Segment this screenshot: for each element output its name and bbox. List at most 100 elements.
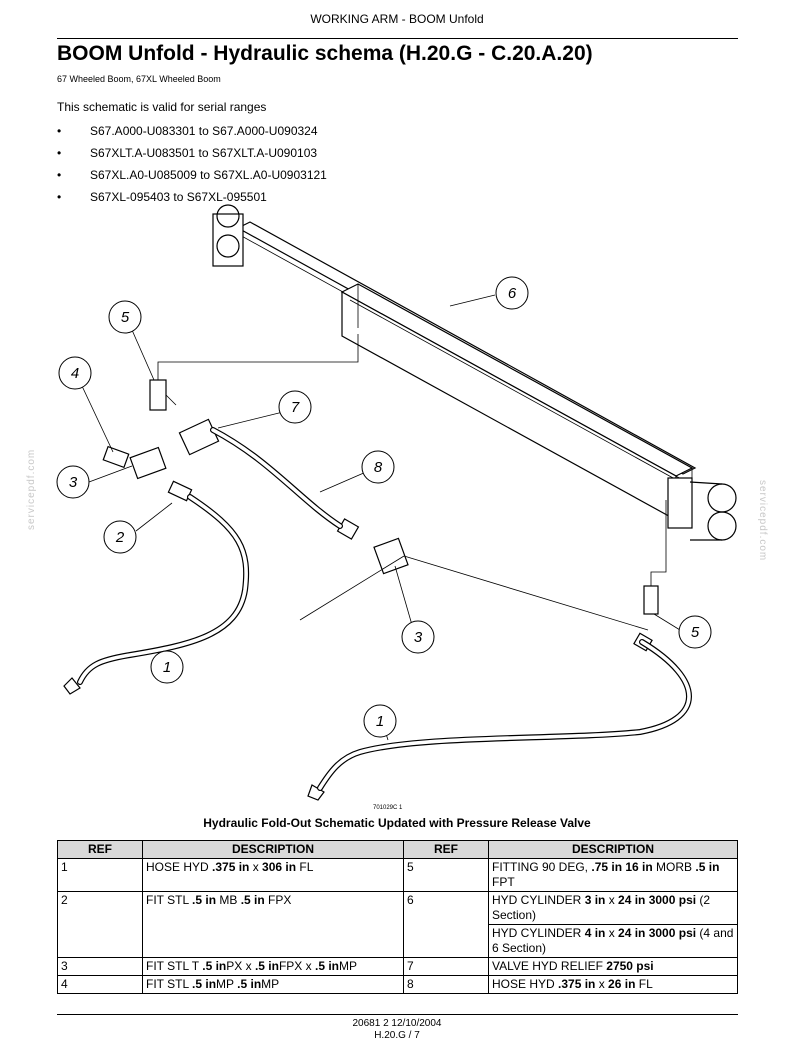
table-row: 2 FIT STL .5 in MB .5 in FPX 6 HYD CYLIN… (57, 891, 738, 958)
desc-text: MP (261, 977, 280, 991)
hydraulic-cylinder (212, 204, 737, 541)
desc-text: x (605, 893, 619, 907)
desc-text: MB (216, 893, 241, 907)
desc-bold: .5 in (192, 977, 217, 991)
page-title: BOOM Unfold - Hydraulic schema (H.20.G -… (57, 42, 593, 65)
ref-cell: 5 (403, 858, 489, 892)
callout-bubble: 8 (361, 450, 395, 484)
page-number: H.20.G / 7 (374, 1030, 420, 1041)
desc-bold: .375 in (558, 977, 596, 991)
valid-serials-intro: This schematic is valid for serial range… (57, 100, 267, 114)
serial-range-item: • S67XL.A0-U085009 to S67XL.A0-U0903121 (57, 168, 327, 190)
serial-range-list: •S67.A000-U083301 to S67.A000-U090324 •S… (57, 124, 327, 212)
desc-text: VALVE HYD RELIEF (492, 959, 607, 973)
document-code: 20681 2 12/10/2004 (352, 1018, 442, 1029)
desc-text: FPX (264, 893, 292, 907)
desc-text: x (605, 926, 619, 940)
description-cell: HOSE HYD .375 in x 26 in FL (488, 975, 738, 994)
watermark-left: servicepdf.com (26, 448, 37, 530)
callout-bubble: 5 (678, 615, 712, 649)
desc-bold: .5 in (237, 977, 262, 991)
desc-text: MP (339, 959, 357, 973)
description-cell: HOSE HYD .375 in x 306 in FL (142, 858, 404, 892)
model-list: 67 Wheeled Boom, 67XL Wheeled Boom (57, 74, 221, 84)
callout-bubble: 2 (103, 520, 137, 554)
column-header-description: DESCRIPTION (488, 840, 738, 859)
desc-bold: 24 in 3000 psi (618, 893, 697, 907)
callout-number: 1 (376, 713, 384, 730)
desc-text: (2 Section) (492, 893, 711, 922)
running-head: WORKING ARM - BOOM Unfold (310, 12, 484, 26)
callout-number: 6 (508, 285, 517, 302)
bullet: • (57, 124, 62, 138)
desc-bold: .75 in 16 in (591, 860, 653, 874)
description-cell: FIT STL .5 inMP .5 inMP (142, 975, 404, 994)
desc-bold: .5 in (254, 959, 279, 973)
table-header-row: REF DESCRIPTION REF DESCRIPTION (57, 840, 738, 859)
hydraulic-schematic-diagram: 6 5 4 7 3 8 2 3 5 1 1 (0, 200, 794, 815)
desc-text: FL (296, 860, 314, 874)
desc-text: FITTING 90 DEG, (492, 860, 592, 874)
callout-number: 3 (69, 474, 78, 491)
desc-bold: .5 in (314, 959, 339, 973)
serial-range-text: S67XL-095403 to S67XL-095501 (90, 190, 267, 204)
desc-bold: .5 in (695, 860, 720, 874)
desc-text: PX x (226, 959, 255, 973)
callout-number: 1 (163, 659, 171, 676)
bullet: • (57, 146, 62, 160)
serial-range-text: S67XL.A0-U085009 to S67XL.A0-U0903121 (90, 168, 327, 182)
watermark-right: servicepdf.com (757, 480, 768, 562)
desc-text: MORB (652, 860, 696, 874)
serial-range-text: S67.A000-U083301 to S67.A000-U090324 (90, 124, 318, 138)
callout-number: 4 (71, 365, 79, 382)
desc-bold: 306 in (262, 860, 297, 874)
callout-number: 8 (374, 459, 383, 476)
serial-range-text: S67XLT.A-U083501 to S67XLT.A-U090103 (90, 146, 318, 160)
desc-bold: 24 in 3000 psi (618, 926, 697, 940)
column-header-description: DESCRIPTION (142, 840, 404, 859)
serial-range-item: • S67XLT.A-U083501 to S67XLT.A-U090103 (57, 146, 327, 168)
callout-number: 5 (691, 624, 700, 641)
desc-bold: 26 in (608, 977, 636, 991)
page-footer: 20681 2 12/10/2004 H.20.G / 7 (0, 1018, 794, 1042)
callout-bubble: 7 (278, 390, 312, 424)
desc-bold: .5 in (192, 893, 217, 907)
bullet: • (57, 168, 62, 182)
ref-cell: 7 (403, 957, 489, 976)
figure-caption: Hydraulic Fold-Out Schematic Updated wit… (203, 816, 591, 830)
description-cell: HYD CYLINDER 4 in x 24 in 3000 psi (4 an… (488, 924, 738, 958)
callout-bubble: 6 (495, 276, 529, 310)
header-rule (57, 38, 738, 39)
ref-cell: 2 (57, 891, 143, 958)
column-header-ref: REF (403, 840, 489, 859)
hoses (77, 427, 692, 791)
callout-number: 3 (414, 629, 423, 646)
connection-lines (157, 334, 667, 631)
description-cell: FIT STL T .5 inPX x .5 inFPX x .5 inMP (142, 957, 404, 976)
desc-text: FIT STL T (146, 959, 203, 973)
column-header-ref: REF (57, 840, 143, 859)
desc-text: MP (216, 977, 238, 991)
callout-bubble: 4 (58, 356, 92, 390)
serial-range-item: •S67XL-095403 to S67XL-095501 (57, 190, 327, 212)
desc-text: HYD CYLINDER (492, 926, 585, 940)
callout-number: 5 (121, 309, 130, 326)
table-row: 3 FIT STL T .5 inPX x .5 inFPX x .5 inMP… (57, 957, 738, 976)
desc-text: (4 and 6 Section) (492, 926, 734, 955)
ref-cell: 4 (57, 975, 143, 994)
desc-text: HYD CYLINDER (492, 893, 585, 907)
callout-bubble: 1 (150, 650, 184, 684)
desc-bold: 4 in (584, 926, 606, 940)
desc-text: HOSE HYD (492, 977, 559, 991)
desc-text: FIT STL (146, 893, 193, 907)
table-row: 4 FIT STL .5 inMP .5 inMP 8 HOSE HYD .37… (57, 975, 738, 994)
callout-bubble: 3 (401, 620, 435, 654)
desc-bold: 2750 psi (606, 959, 654, 973)
description-cell: FIT STL .5 in MB .5 in FPX (142, 891, 404, 958)
fittings (63, 379, 659, 801)
callout-number: 2 (115, 529, 125, 546)
desc-bold: .5 in (202, 959, 227, 973)
parts-table: REF DESCRIPTION REF DESCRIPTION 1 HOSE H… (57, 840, 738, 994)
figure-number: 701029C 1 (373, 805, 403, 811)
desc-bold: .5 in (240, 893, 265, 907)
